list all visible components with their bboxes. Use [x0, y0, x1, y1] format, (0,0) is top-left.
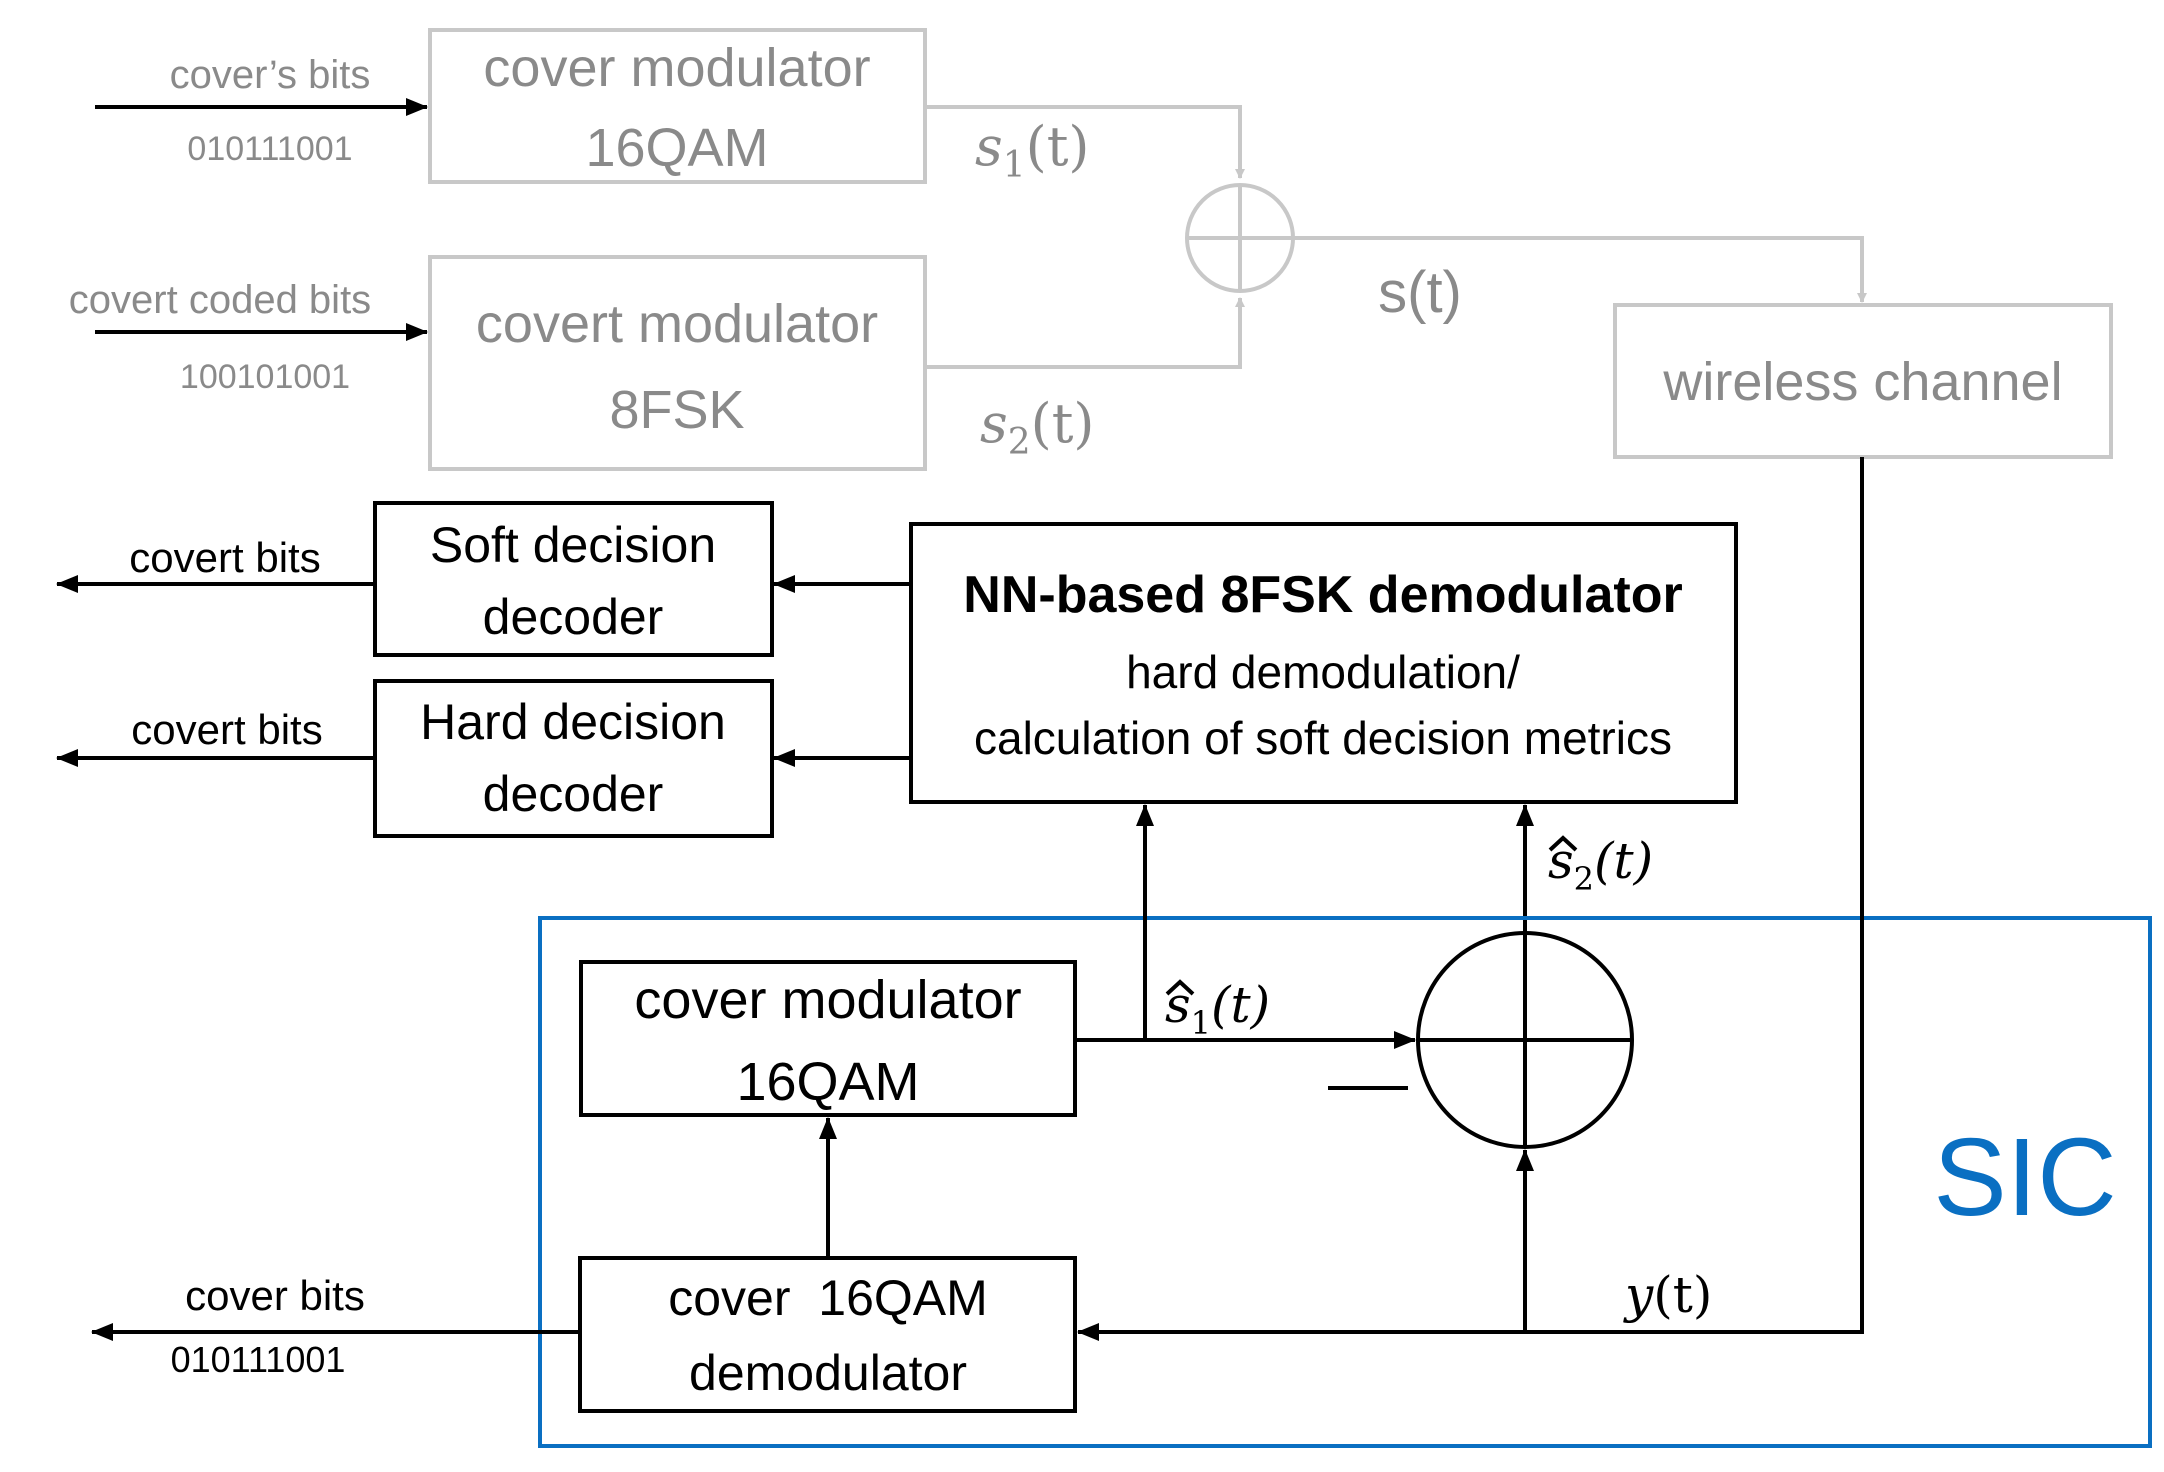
soft-decoder-line2: decoder [483, 589, 664, 645]
cover-modulator-line1: cover modulator [483, 38, 870, 98]
cover-output-bits: 010111001 [171, 1339, 346, 1380]
s1-path [925, 105, 1245, 179]
s-path [1293, 236, 1867, 303]
s1hat-label: s1(t) [1165, 976, 1270, 1042]
cover-input-label: cover’s bits [170, 53, 371, 97]
nn-demodulator-box [909, 522, 1738, 804]
s2-path [925, 297, 1245, 369]
cover-input-bits: 010111001 [187, 130, 352, 168]
sum-signal-label: s(t) [1378, 260, 1462, 325]
sic-region [538, 916, 2152, 1448]
cover-demodulator-line1: cover 16QAM [668, 1270, 988, 1326]
y-path [1077, 457, 1864, 1341]
transmitter-adder-icon [1185, 183, 1295, 293]
covert-input-label: covert coded bits [69, 278, 371, 322]
nn-demodulator-title: NN-based 8FSK demodulator [963, 566, 1682, 624]
y-label: y(t) [1623, 1266, 1712, 1324]
s1-signal-label: s1(t) [975, 115, 1089, 186]
cover-demodulator-line2: demodulator [689, 1345, 967, 1401]
covert-modulator-line2: 8FSK [609, 380, 744, 440]
soft-decoder-box [373, 501, 774, 657]
s2-signal-label: s2(t) [980, 392, 1094, 463]
hard-decoder-line2: decoder [483, 766, 664, 822]
s1hat-hat [1165, 979, 1195, 996]
sic-cover-modulator-line1: cover modulator [634, 970, 1021, 1030]
nn-demodulator-line2: hard demodulation/ [1126, 646, 1520, 698]
cover-modulator-line2: 16QAM [585, 118, 768, 178]
soft-decoder-line1: Soft decision [430, 517, 716, 573]
sic-label: SIC [1933, 1116, 2116, 1239]
wireless-channel-label: wireless channel [1662, 352, 2062, 412]
covert-modulator-line1: covert modulator [476, 294, 878, 354]
s2hat-hat [1548, 835, 1578, 852]
covert-input-bits: 100101001 [180, 358, 350, 396]
sic-cover-modulator-line2: 16QAM [736, 1052, 919, 1112]
nn-demodulator-line3: calculation of soft decision metrics [974, 712, 1672, 764]
cover-output-label: cover bits [185, 1272, 365, 1319]
s2hat-label: s2(t) [1548, 832, 1653, 898]
hard-decoder-line1: Hard decision [420, 694, 726, 750]
hard-output-label: covert bits [131, 706, 322, 753]
covert-modulator-box [428, 255, 927, 471]
soft-output-label: covert bits [129, 534, 320, 581]
sic-adder-icon [1416, 931, 1634, 1149]
